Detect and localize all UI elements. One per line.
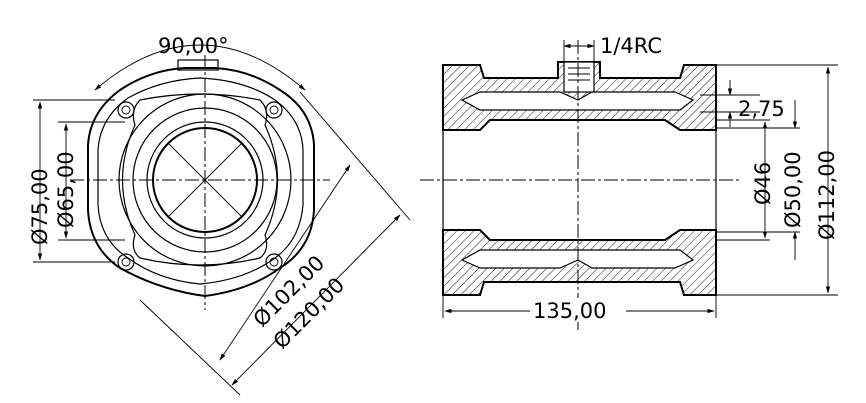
angle-arc <box>94 44 306 91</box>
thread-label: 1/4RC <box>600 34 662 58</box>
diameter-112-label: Ø112,00 <box>815 150 839 240</box>
diameter-46-label: Ø46 <box>751 162 775 205</box>
section-view: 1/4RC 135,00 2,75 Ø46 Ø50,00 Ø112,00 <box>420 34 839 330</box>
diameter-75-label: Ø75,00 <box>28 168 52 245</box>
angle-dimension: 90,00° <box>158 34 229 58</box>
upper-cavity <box>460 91 695 111</box>
groove-label: 2,75 <box>738 97 785 121</box>
diameter-50-label: Ø50,00 <box>781 151 805 228</box>
upper-wall-section <box>442 61 717 131</box>
port-boss <box>177 59 219 71</box>
flange-inner-outline <box>97 77 304 285</box>
port-bore <box>563 61 595 93</box>
front-view: 90,00° Ø75,00 Ø65,00 Ø102,00 Ø120,00 <box>28 34 411 396</box>
diameter-65-label: Ø65,00 <box>54 151 78 228</box>
length-label: 135,00 <box>533 299 606 323</box>
